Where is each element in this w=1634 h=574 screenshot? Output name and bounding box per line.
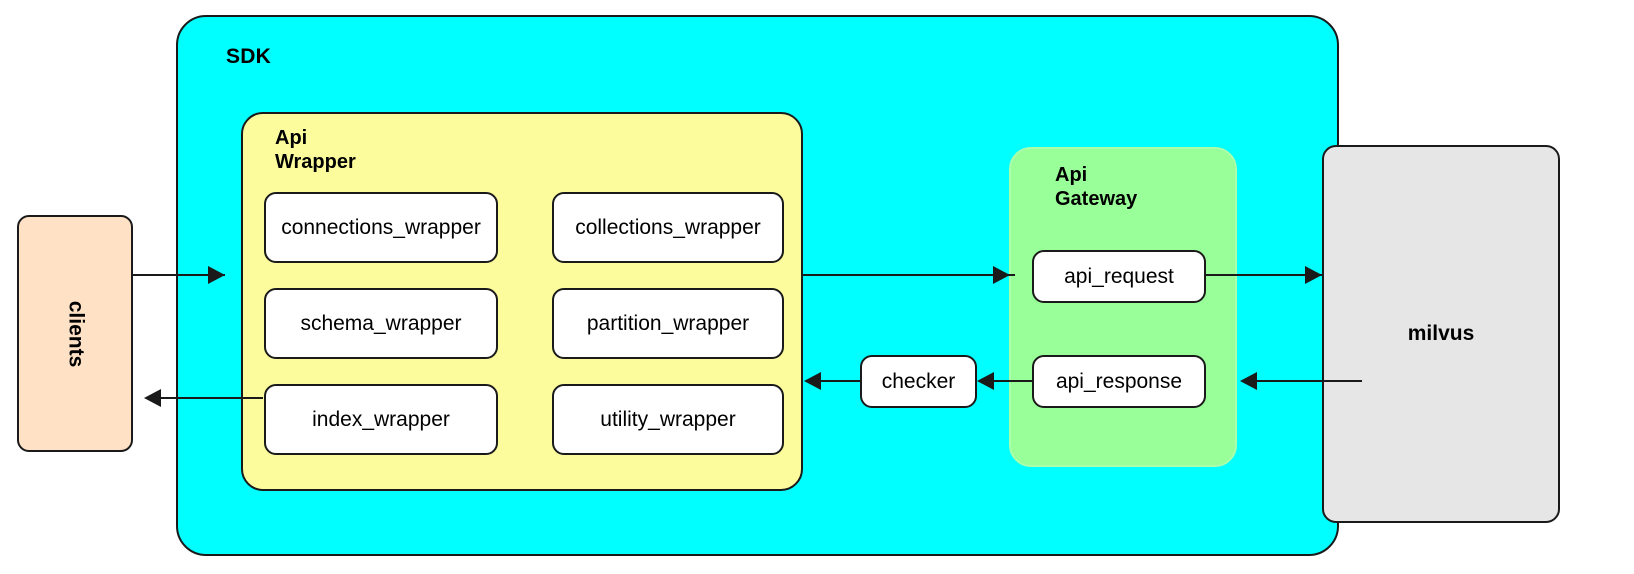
card-api-response[interactable]: api_response: [1032, 355, 1206, 408]
edge-api-wrapper-to-api-gateway: [801, 274, 1015, 276]
edge-clients-to-api-wrapper: [133, 274, 225, 276]
api-gateway-container[interactable]: Api Gateway: [1009, 147, 1237, 467]
arrowhead-api-wrapper-to-clients: [144, 389, 161, 407]
clients-label: clients: [64, 300, 87, 367]
card-connections-wrapper[interactable]: connections_wrapper: [264, 192, 498, 263]
edge-api-response-to-checker: [990, 380, 1032, 382]
arrowhead-checker-to-api-wrapper: [804, 372, 821, 390]
card-api-request[interactable]: api_request: [1032, 250, 1206, 303]
card-index-wrapper[interactable]: index_wrapper: [264, 384, 498, 455]
arrowhead-api-response-to-checker: [977, 372, 994, 390]
clients-node[interactable]: clients: [17, 215, 133, 452]
card-utility-wrapper[interactable]: utility_wrapper: [552, 384, 784, 455]
card-checker[interactable]: checker: [860, 355, 977, 408]
arrowhead-api-request-to-milvus: [1305, 266, 1322, 284]
edge-api-request-to-milvus: [1206, 274, 1324, 276]
card-partition-wrapper[interactable]: partition_wrapper: [552, 288, 784, 359]
edge-checker-to-api-wrapper: [818, 380, 860, 382]
arrowhead-api-wrapper-to-api-gateway: [993, 266, 1010, 284]
api-wrapper-label: Api Wrapper: [275, 127, 356, 173]
arrowhead-milvus-to-api-response: [1240, 372, 1257, 390]
sdk-label: SDK: [226, 45, 271, 68]
card-collections-wrapper[interactable]: collections_wrapper: [552, 192, 784, 263]
card-schema-wrapper[interactable]: schema_wrapper: [264, 288, 498, 359]
edge-api-wrapper-to-clients: [158, 397, 263, 399]
edge-milvus-to-api-response: [1252, 380, 1362, 382]
api-gateway-label: Api Gateway: [1055, 164, 1138, 210]
arrowhead-clients-to-api-wrapper: [208, 266, 225, 284]
milvus-node[interactable]: milvus: [1322, 145, 1560, 523]
